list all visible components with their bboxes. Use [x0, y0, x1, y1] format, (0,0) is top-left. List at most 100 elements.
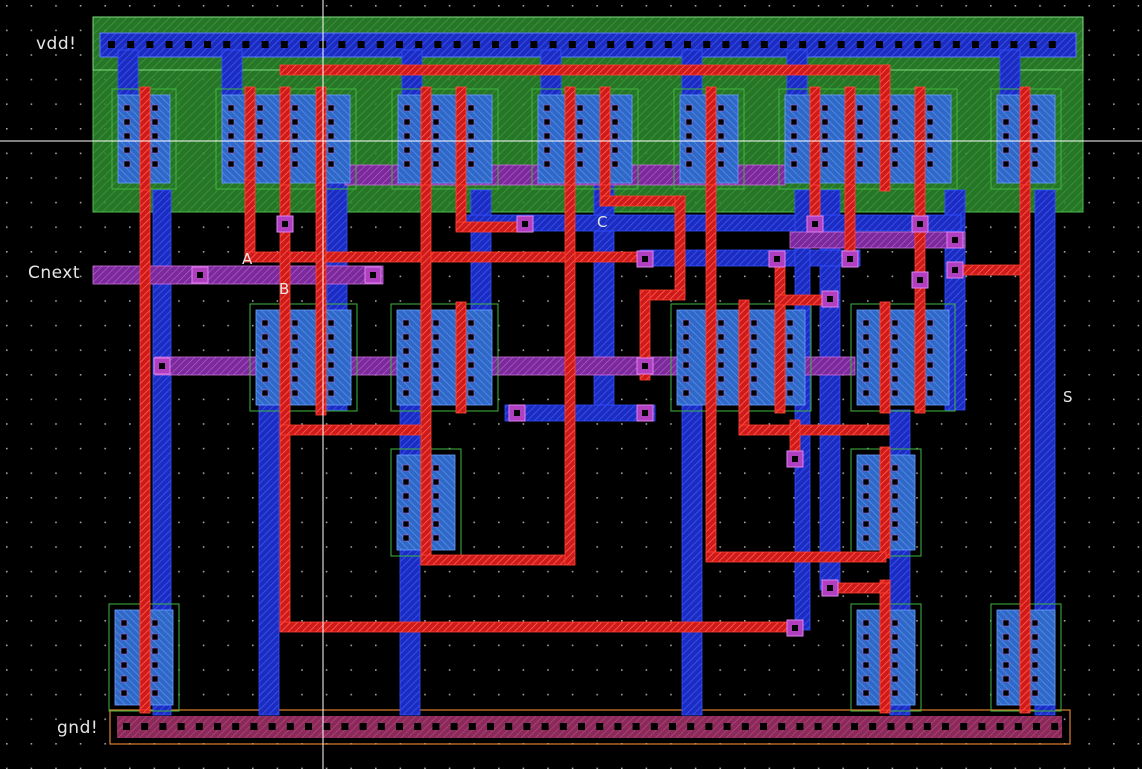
- nmos-transistor[interactable]: [249, 301, 358, 414]
- contact: [327, 146, 335, 154]
- pmos-transistor[interactable]: [111, 86, 177, 192]
- contact: [760, 41, 768, 48]
- vias[interactable]: [153, 215, 964, 637]
- contact: [402, 389, 410, 397]
- contact: [432, 375, 440, 383]
- contact: [664, 41, 672, 48]
- contact: [905, 723, 913, 730]
- contact: [891, 675, 899, 683]
- pmos-transistor[interactable]: [215, 86, 357, 192]
- contact: [891, 633, 899, 641]
- nmos-transistor[interactable]: [850, 446, 922, 559]
- contact: [891, 534, 899, 542]
- contact: [467, 347, 475, 355]
- contact: [432, 389, 440, 397]
- contact: [576, 118, 584, 126]
- contact: [291, 347, 299, 355]
- pmos-transistor[interactable]: [990, 86, 1062, 192]
- contact: [543, 146, 551, 154]
- contact: [403, 104, 411, 112]
- pmos-transistor[interactable]: [673, 86, 745, 192]
- gate: [420, 86, 432, 192]
- pmos-transistor[interactable]: [778, 86, 958, 192]
- via-cut: [774, 256, 780, 262]
- contact: [1031, 160, 1039, 168]
- contact: [862, 675, 870, 683]
- contact: [280, 41, 288, 48]
- via-cut: [642, 363, 648, 369]
- contact: [790, 146, 798, 154]
- diffusion: [255, 309, 352, 406]
- pmos-transistor[interactable]: [531, 86, 639, 192]
- contact: [856, 104, 864, 112]
- contact: [120, 689, 128, 697]
- contact: [891, 361, 899, 369]
- contact: [291, 104, 299, 112]
- contact: [1002, 633, 1010, 641]
- contact: [991, 41, 999, 48]
- contact: [432, 104, 440, 112]
- contact: [717, 347, 725, 355]
- contact: [432, 723, 440, 730]
- contact: [402, 375, 410, 383]
- contact: [402, 492, 410, 500]
- contact: [862, 647, 870, 655]
- contact: [549, 41, 557, 48]
- contact: [856, 160, 864, 168]
- contact: [856, 132, 864, 140]
- nmos-transistor[interactable]: [390, 301, 499, 414]
- contact: [151, 146, 159, 154]
- a-label: A: [242, 250, 253, 268]
- contact: [250, 723, 258, 730]
- gnd-rail[interactable]: [109, 709, 1071, 745]
- contact: [611, 132, 619, 140]
- contact: [814, 723, 822, 730]
- contact: [614, 723, 622, 730]
- vdd-contacts: [108, 41, 1056, 48]
- contact: [856, 41, 864, 48]
- contact: [151, 160, 159, 168]
- contact: [821, 160, 829, 168]
- contact: [568, 41, 576, 48]
- gate: [455, 86, 467, 192]
- contact: [327, 389, 335, 397]
- contact: [300, 41, 307, 48]
- contact: [291, 118, 299, 126]
- contact: [926, 361, 934, 369]
- contact: [790, 132, 798, 140]
- contact: [256, 104, 264, 112]
- via-cut: [522, 221, 528, 227]
- contact: [151, 633, 159, 641]
- poly-wires[interactable]: [139, 64, 1031, 711]
- pmos-transistor[interactable]: [391, 86, 499, 192]
- vdd-rail[interactable]: [99, 32, 1077, 58]
- contact: [645, 41, 653, 48]
- contact: [717, 118, 725, 126]
- nmos-transistor[interactable]: [850, 301, 956, 414]
- contact: [453, 41, 461, 48]
- contact: [261, 333, 269, 341]
- contact: [786, 319, 794, 327]
- contact: [227, 160, 235, 168]
- metal1-wires[interactable]: [117, 49, 1056, 716]
- contact: [685, 118, 693, 126]
- contact: [376, 41, 384, 48]
- contact: [685, 132, 693, 140]
- contact: [978, 723, 986, 730]
- contact: [402, 347, 410, 355]
- contact: [530, 41, 538, 48]
- contact: [717, 132, 725, 140]
- contact: [415, 41, 423, 48]
- contact: [996, 723, 1004, 730]
- gate: [879, 446, 891, 559]
- contact: [467, 132, 475, 140]
- via-cut: [159, 363, 165, 369]
- contact: [862, 633, 870, 641]
- contact: [682, 389, 690, 397]
- contact: [242, 41, 250, 48]
- contact: [1002, 689, 1010, 697]
- cnext-label: Cnext: [28, 263, 81, 283]
- contact: [559, 723, 567, 730]
- contact: [402, 361, 410, 369]
